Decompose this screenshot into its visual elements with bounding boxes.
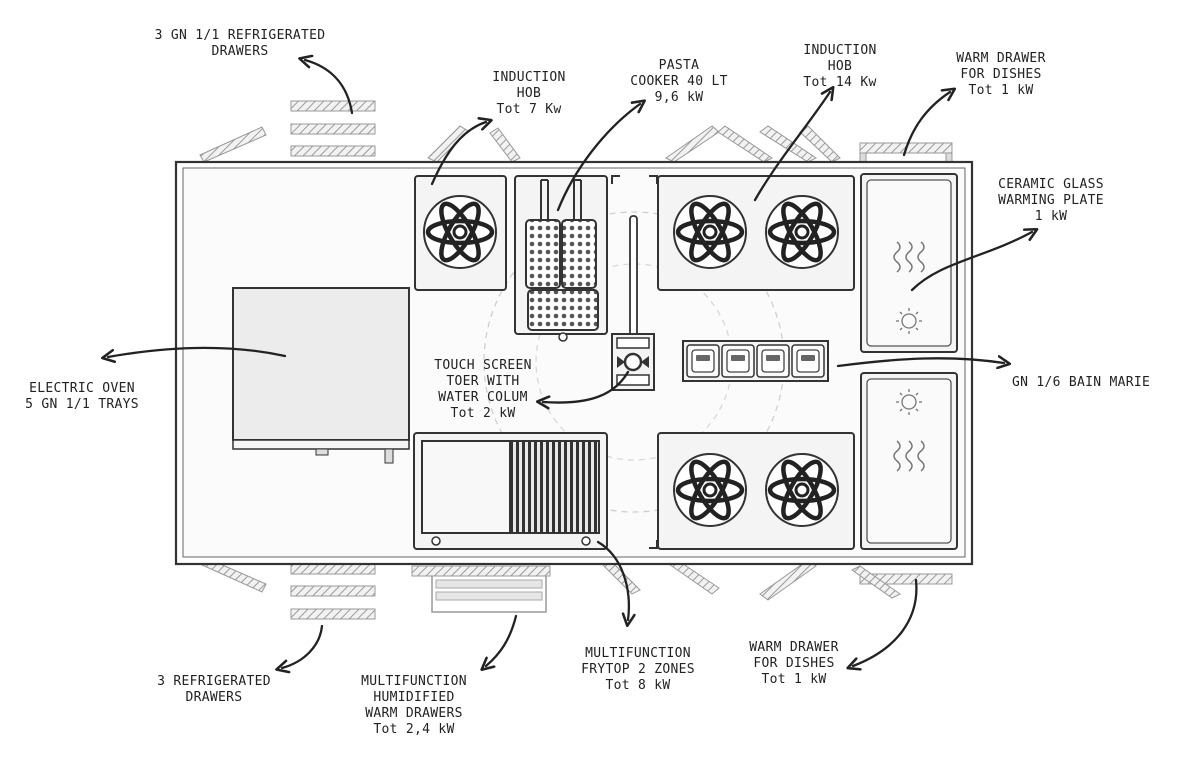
touch-screen-tower	[611, 215, 655, 391]
top-fronts	[199, 100, 953, 164]
induction-hob-small	[414, 175, 507, 291]
pasta-cooker	[514, 175, 608, 342]
ceramic-warming-plate-top	[860, 173, 958, 353]
electric-oven	[232, 287, 410, 464]
top-refrigerated-drawer	[290, 100, 376, 112]
top-refrigerated-drawer	[290, 123, 376, 135]
label-bain-marie: GN 1/6 BAIN MARIE	[1012, 375, 1151, 390]
callout-arrows	[108, 60, 1032, 668]
ceramic-warming-plate-bottom	[860, 372, 958, 550]
bain-marie	[682, 340, 829, 382]
frytop	[413, 432, 608, 550]
induction-hob-large-bottom	[657, 432, 855, 550]
top-refrigerated-drawer	[290, 145, 376, 157]
bottom-fronts	[199, 556, 953, 620]
induction-hob-large-top	[657, 175, 855, 291]
